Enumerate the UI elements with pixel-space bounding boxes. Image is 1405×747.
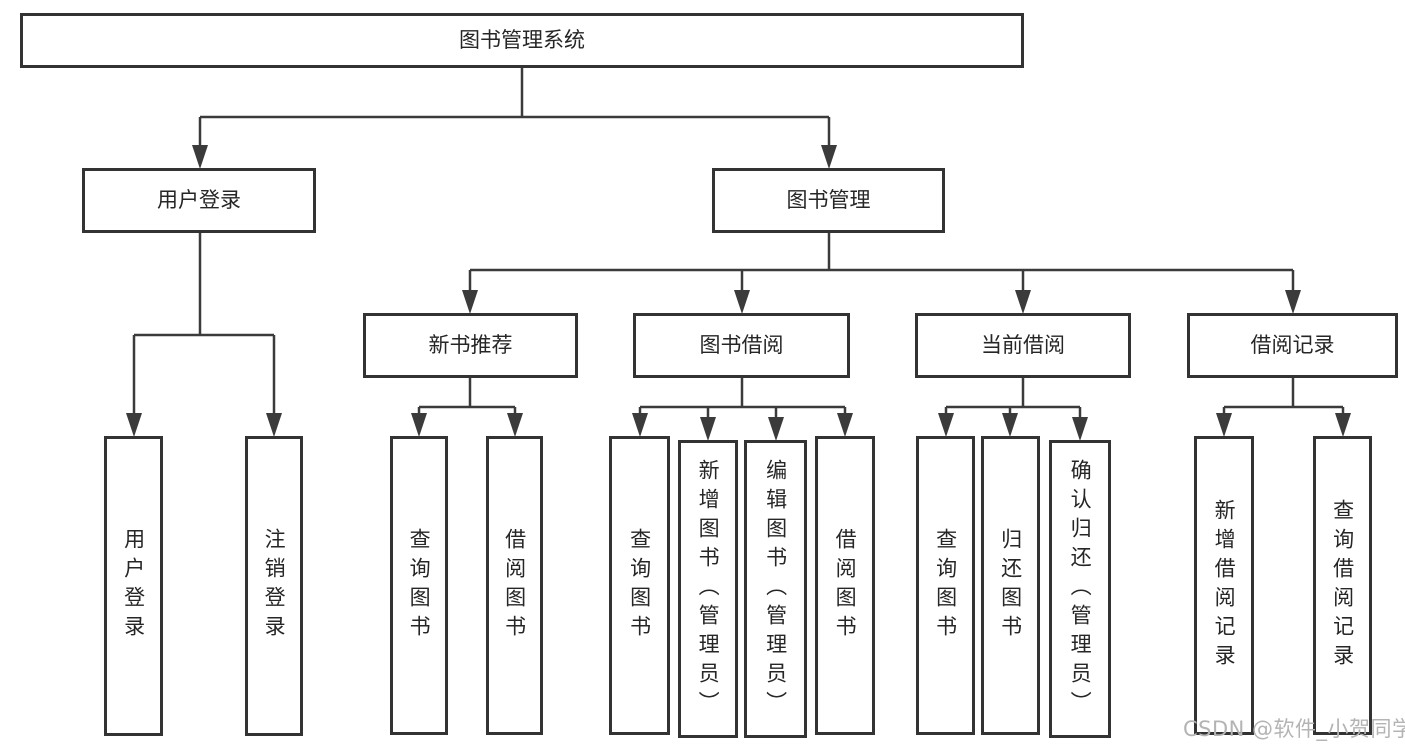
node-root-label: 图书管理系统 <box>459 28 585 53</box>
leaf-edit-book-admin: 编辑图书（管理员） <box>744 440 807 738</box>
leaf-query-borrow-record: 查询借阅记录 <box>1313 436 1372 735</box>
leaf-logout: 注销登录 <box>245 436 303 736</box>
arrowheads <box>126 145 1351 441</box>
leaf-add-book-admin: 新增图书（管理员） <box>678 440 738 738</box>
edge-new-book-rec-to-leaves <box>417 378 517 413</box>
leaf-query-books-borrow: 查询图书 <box>609 436 670 735</box>
edge-current-borrow-to-leaves <box>944 378 1082 417</box>
node-current-borrow: 当前借阅 <box>915 313 1131 378</box>
node-book-management: 图书管理 <box>712 168 945 233</box>
node-user-login: 用户登录 <box>82 168 316 233</box>
node-new-book-recommend: 新书推荐 <box>363 313 578 378</box>
node-user-login-label: 用户登录 <box>157 188 241 213</box>
edge-user-login-to-leaves <box>132 233 276 413</box>
edge-borrow-records-to-leaves <box>1222 378 1345 413</box>
leaf-user-login: 用户登录 <box>104 436 163 736</box>
node-root: 图书管理系统 <box>20 13 1024 68</box>
edge-book-mgmt-to-level3 <box>468 233 1295 290</box>
leaf-query-books-recommend: 查询图书 <box>390 436 448 735</box>
leaf-query-books-current: 查询图书 <box>916 436 975 735</box>
node-book-borrow: 图书借阅 <box>633 313 850 378</box>
node-borrow-records: 借阅记录 <box>1187 313 1398 378</box>
leaf-borrow-books: 借阅图书 <box>815 436 875 735</box>
edge-root-to-level2 <box>198 68 831 145</box>
csdn-watermark: CSDN @软件_小贺同学 <box>1183 717 1405 741</box>
edge-book-borrow-to-leaves <box>638 378 847 417</box>
leaf-confirm-return-admin: 确认归还（管理员） <box>1049 440 1111 738</box>
leaf-return-book: 归还图书 <box>981 436 1040 735</box>
leaf-borrow-books-recommend: 借阅图书 <box>486 436 543 735</box>
leaf-add-borrow-record: 新增借阅记录 <box>1194 436 1254 735</box>
node-book-management-label: 图书管理 <box>786 188 871 213</box>
